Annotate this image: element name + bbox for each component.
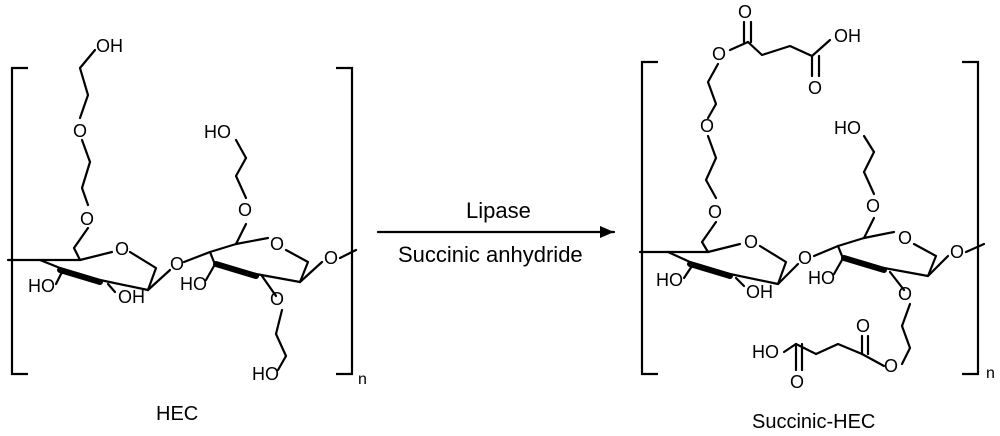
right-bracket-close [962, 60, 980, 376]
succinic-hec-label: Succinic-HEC [752, 411, 875, 433]
atom-o: O [856, 316, 870, 336]
atom-o: O [898, 284, 912, 304]
reaction-arrow-group: Lipase Succinic anhydride [376, 198, 616, 267]
atom-oh: OH [96, 36, 123, 56]
left-bracket-open [10, 66, 28, 376]
product-repeat-n: n [986, 365, 995, 382]
atom-ho: HO [752, 342, 779, 362]
atom-o: O [712, 44, 726, 64]
atom-o: O [270, 289, 284, 309]
atom-o: O [808, 78, 822, 98]
atom-o: O [170, 254, 184, 274]
atom-o: O [884, 356, 898, 376]
atom-o: O [238, 200, 252, 220]
reagent-lipase: Lipase [466, 198, 531, 223]
atom-o: O [270, 234, 284, 254]
left-bracket-close [336, 66, 354, 376]
atom-o: O [744, 232, 758, 252]
atom-o: O [708, 202, 722, 222]
atom-ho: HO [834, 118, 861, 138]
arrow-head [600, 226, 614, 238]
atom-o: O [115, 239, 129, 259]
reagent-succinic-anhydride: Succinic anhydride [398, 242, 583, 267]
atom-oh: OH [834, 26, 861, 46]
atom-o: O [790, 372, 804, 392]
atom-o: O [324, 248, 338, 268]
atom-o: O [950, 242, 964, 262]
atom-ho: HO [252, 364, 279, 384]
atom-ho: HO [204, 122, 231, 142]
atom-oh: OH [118, 287, 145, 307]
atom-oh: OH [746, 282, 773, 302]
hec-structure: n OH O O O HO OH O O HO O O [6, 36, 367, 425]
atom-o: O [798, 248, 812, 268]
hec-repeat-n: n [358, 371, 367, 388]
succinic-hec-structure: n O OH O O O O O HO OH O O [638, 2, 995, 433]
atom-ho: HO [808, 268, 835, 288]
atom-o: O [73, 121, 87, 141]
atom-o: O [866, 196, 880, 216]
right-bracket-open [640, 60, 658, 376]
atom-ho: HO [656, 270, 683, 290]
atom-o: O [738, 2, 752, 22]
hec-label: HEC [156, 403, 198, 425]
atom-o: O [700, 116, 714, 136]
atom-o: O [80, 209, 94, 229]
atom-ho: HO [28, 276, 55, 296]
atom-ho: HO [180, 274, 207, 294]
atom-o: O [898, 228, 912, 248]
